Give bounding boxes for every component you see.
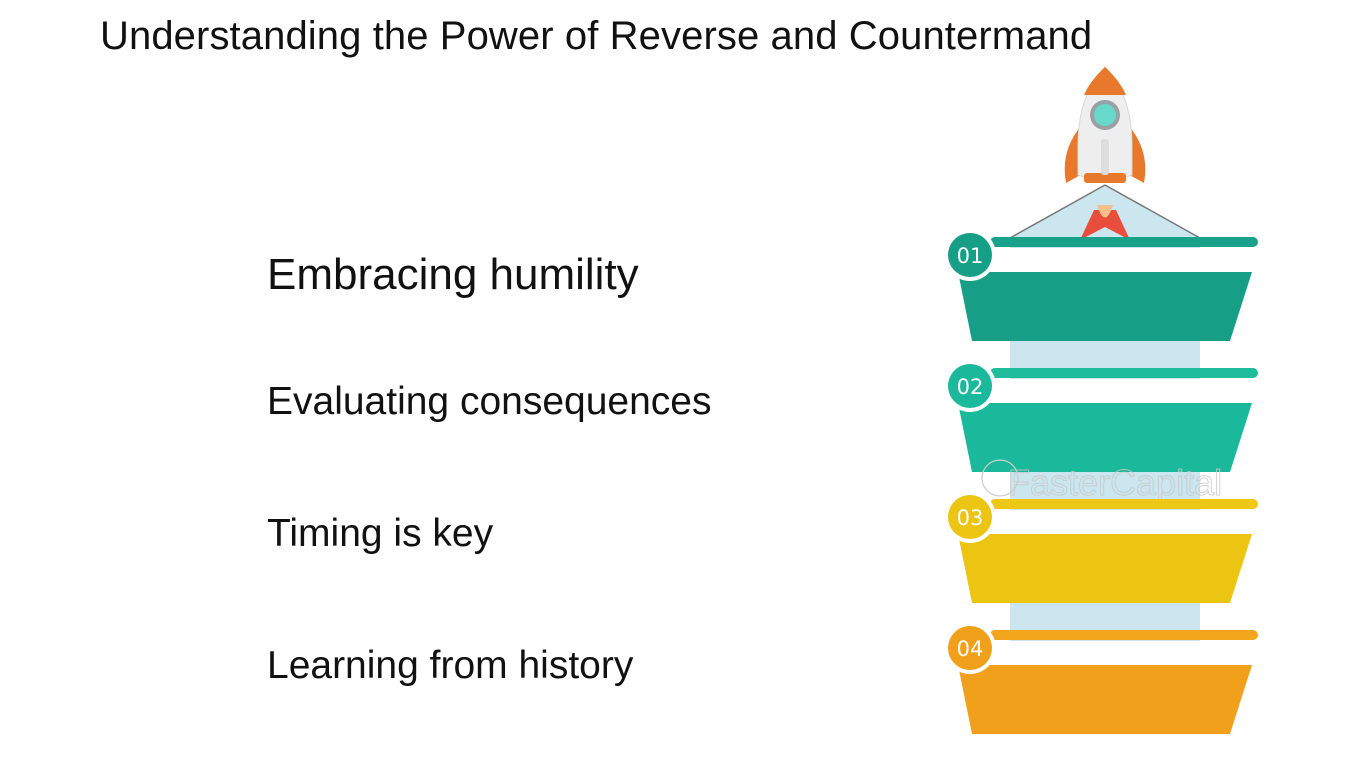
step-number: 03 xyxy=(957,506,984,530)
step-number: 02 xyxy=(957,375,984,399)
step-03: 03 xyxy=(944,491,1258,603)
step-number: 04 xyxy=(957,637,984,661)
slide-title: Understanding the Power of Reverse and C… xyxy=(100,14,1093,58)
step-01: 01 xyxy=(944,229,1258,341)
step-badge xyxy=(948,364,992,408)
step-number: 01 xyxy=(957,244,984,268)
step-badge xyxy=(948,233,992,277)
rocket-tower-svg: 01 02 FasterCapital xyxy=(944,66,1258,734)
tower-roof-edge xyxy=(1104,184,1201,239)
rocket-icon xyxy=(1064,66,1146,240)
rocket-flame xyxy=(1080,210,1130,240)
watermark-logo-icon xyxy=(981,459,1019,497)
list-item: Evaluating consequences xyxy=(267,380,712,423)
step-02: 02 xyxy=(944,360,1258,472)
watermark-text: FasterCapital xyxy=(1008,462,1222,503)
list-item: Embracing humility xyxy=(267,250,639,299)
tower-roof-edge xyxy=(1009,184,1106,239)
step-badge xyxy=(948,495,992,539)
step-badge xyxy=(948,626,992,670)
list-item: Learning from history xyxy=(267,644,634,687)
watermark: FasterCapital xyxy=(981,459,1223,504)
rocket-tower-graphic: 01 02 FasterCapital xyxy=(900,55,1310,759)
step-04: 04 xyxy=(944,622,1258,734)
list-item: Timing is key xyxy=(267,512,494,555)
rocket-window xyxy=(1094,104,1116,126)
